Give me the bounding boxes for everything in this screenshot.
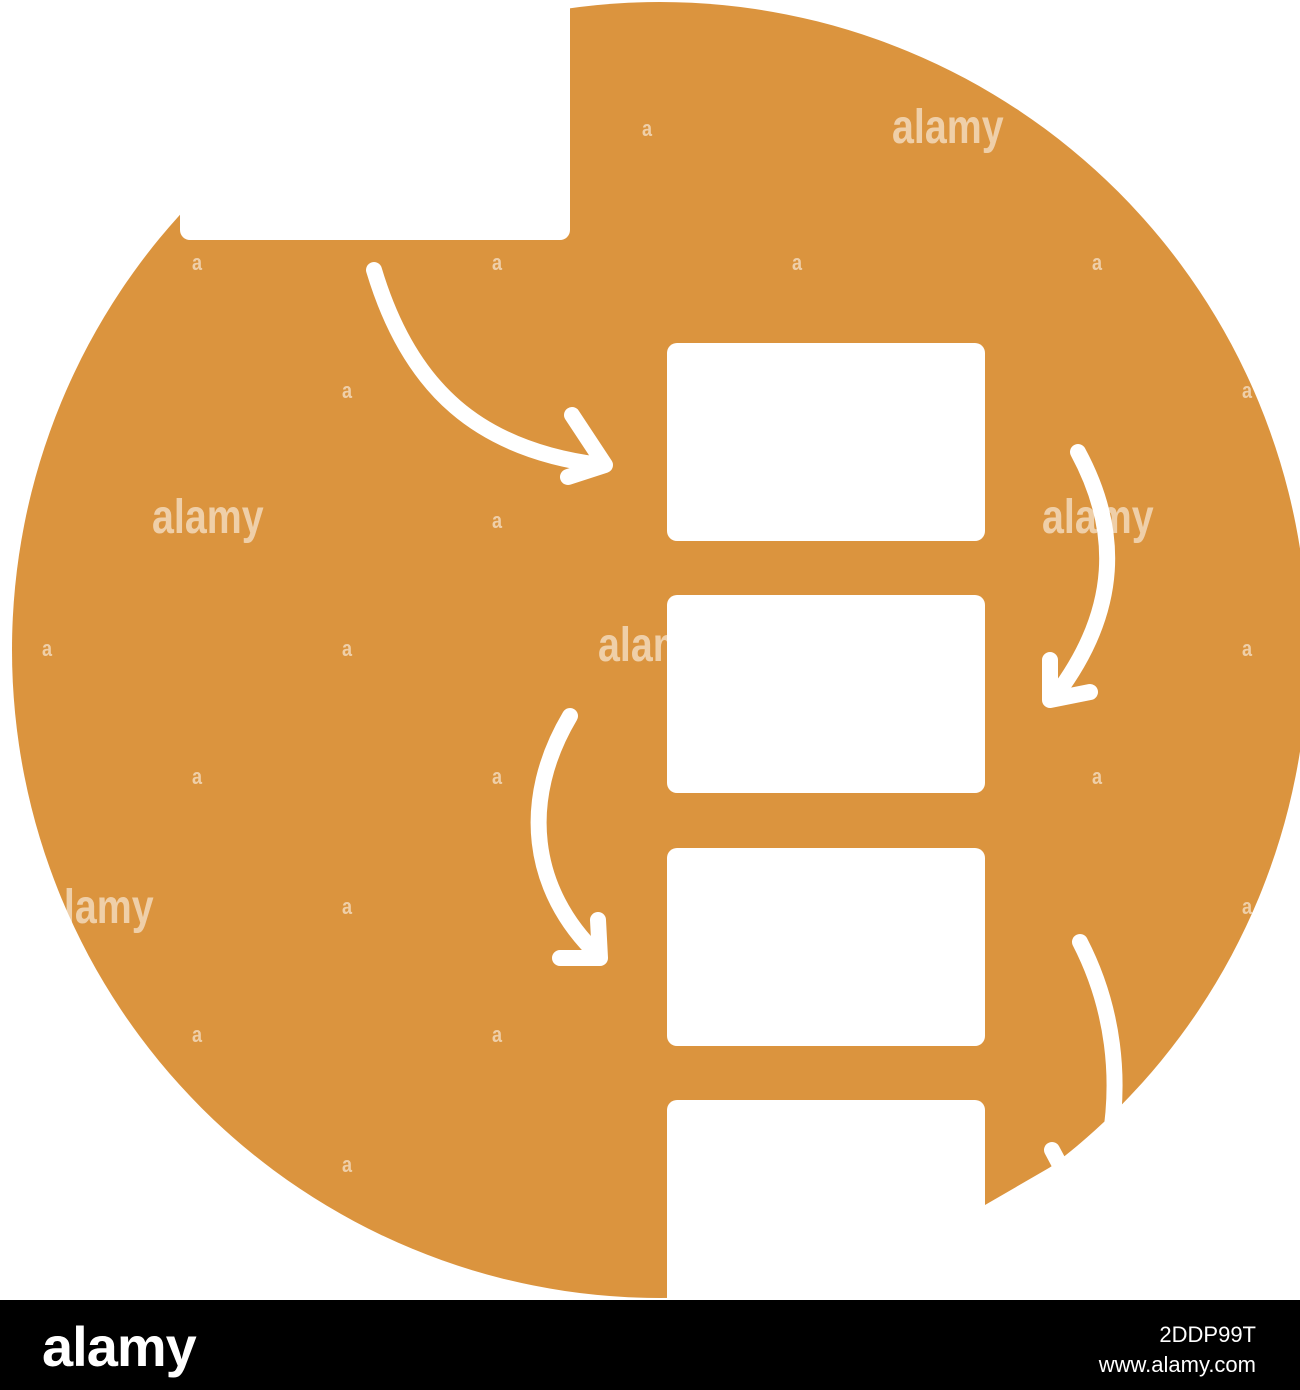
footer-logo: alamy (42, 1315, 197, 1378)
bottom-right-whitespace (985, 1150, 1300, 1300)
arrow-1-head (560, 407, 613, 485)
arrow-2 (1048, 444, 1116, 703)
arrow-4-head (1044, 1142, 1068, 1173)
workflow-circle-icon (12, 0, 1300, 1300)
top-box (180, 0, 570, 240)
arrow-3-head (552, 912, 608, 966)
arrow-3 (530, 708, 606, 963)
arrow-2-head (1042, 652, 1098, 708)
stack-box-4 (667, 1100, 985, 1300)
footer-url: www.alamy.com (1098, 1352, 1256, 1377)
footer-image-id: 2DDP99T (1159, 1322, 1256, 1347)
footer-bar: alamy 2DDP99T www.alamy.com (0, 1300, 1300, 1390)
arrow-1 (366, 262, 608, 473)
stack-box-1 (667, 343, 985, 541)
stack-box-2 (667, 595, 985, 793)
stack-box-3 (667, 848, 985, 1046)
arrow-4 (1072, 934, 1123, 1148)
